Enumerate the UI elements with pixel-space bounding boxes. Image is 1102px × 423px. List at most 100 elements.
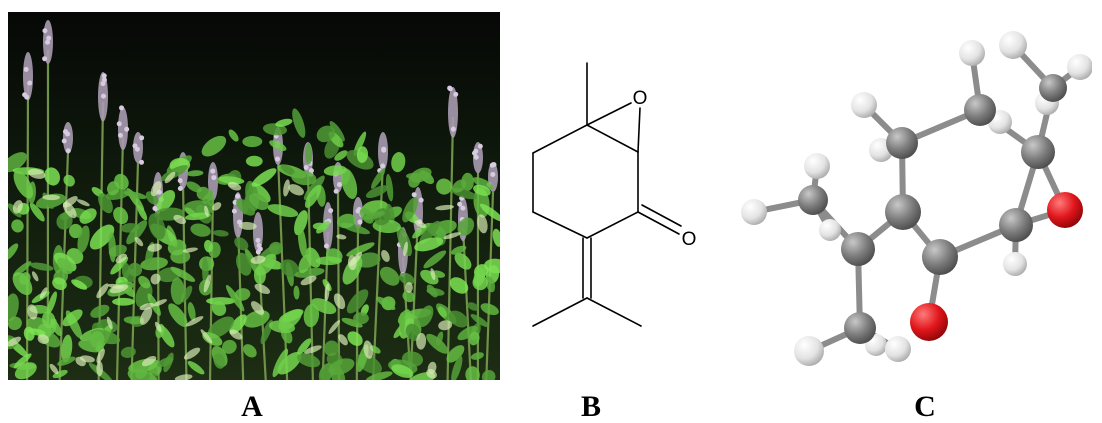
panel-label-a: A bbox=[222, 392, 282, 422]
flower-bud bbox=[27, 80, 32, 85]
model-atoms bbox=[741, 31, 1092, 366]
carbon-atom bbox=[798, 185, 828, 215]
carbon-atom bbox=[841, 232, 875, 266]
flower-bud bbox=[451, 127, 456, 132]
carbon-atom bbox=[885, 194, 921, 230]
flower-bud bbox=[334, 189, 339, 194]
flower-bud bbox=[358, 219, 363, 224]
flower-bud bbox=[178, 186, 183, 191]
flower-bud bbox=[119, 105, 124, 110]
flower-bud bbox=[42, 28, 47, 33]
flower-bud bbox=[235, 194, 240, 199]
skeletal-structure: O O bbox=[505, 55, 715, 345]
flower-bud bbox=[460, 206, 465, 211]
flower-bud bbox=[490, 172, 495, 177]
ball-and-stick-model bbox=[720, 22, 1092, 377]
flower-bud bbox=[22, 92, 27, 97]
panel-label-b: B bbox=[561, 392, 621, 422]
hydrogen-atom bbox=[819, 219, 841, 241]
flower-bud bbox=[139, 135, 144, 140]
flower-bud bbox=[473, 149, 478, 154]
carbon-atom bbox=[1039, 74, 1067, 102]
flower-bud bbox=[412, 192, 417, 197]
flower-bud bbox=[356, 209, 361, 214]
carbon-atom bbox=[964, 94, 996, 126]
ring-bond bbox=[533, 212, 587, 238]
flower-bud bbox=[24, 67, 29, 72]
plant-photo-illustration bbox=[8, 12, 500, 380]
plant-photo bbox=[8, 12, 500, 380]
carbon-atom bbox=[999, 208, 1033, 242]
flower-bud bbox=[304, 165, 309, 170]
carbon-atom bbox=[886, 127, 918, 159]
carbon-atom bbox=[844, 312, 876, 344]
flower-bud bbox=[46, 36, 51, 41]
flower-bud bbox=[117, 121, 122, 126]
leaf-highlight bbox=[405, 282, 413, 293]
leaf bbox=[122, 263, 130, 278]
flower-bud bbox=[102, 77, 107, 82]
flower-bud bbox=[101, 94, 106, 99]
flower-bud bbox=[66, 148, 71, 153]
flower-bud bbox=[42, 56, 47, 61]
flower-bud bbox=[124, 127, 129, 132]
ketone-oxygen-label: O bbox=[682, 229, 697, 250]
flower-spike bbox=[233, 192, 243, 238]
flower-bud bbox=[118, 133, 123, 138]
ketone-bond bbox=[638, 212, 679, 234]
flower-bud bbox=[257, 243, 262, 248]
flower-bud bbox=[337, 182, 342, 187]
flower-bud bbox=[447, 86, 452, 91]
methyl-bond bbox=[587, 298, 641, 326]
hydrogen-atom bbox=[1003, 252, 1027, 276]
ring-bond bbox=[533, 125, 587, 153]
flower-bud bbox=[380, 164, 385, 169]
carbon-atom bbox=[1021, 135, 1055, 169]
flower-bud bbox=[232, 209, 237, 214]
epoxide-bond bbox=[587, 103, 631, 125]
flower-bud bbox=[490, 163, 495, 168]
ring-bond bbox=[587, 212, 638, 238]
flower-bud bbox=[211, 175, 216, 180]
leaf bbox=[353, 312, 369, 324]
carbon-atom bbox=[922, 239, 958, 275]
flower-bud bbox=[62, 139, 67, 144]
flower-bud bbox=[457, 202, 462, 207]
flower-bud bbox=[419, 198, 424, 203]
flower-bud bbox=[178, 178, 183, 183]
methyl-bond bbox=[533, 298, 587, 326]
hydrogen-atom bbox=[885, 336, 911, 362]
flower-bud bbox=[381, 148, 386, 153]
ring-bond bbox=[587, 125, 638, 152]
panel-label-c: C bbox=[895, 392, 955, 422]
skeletal-structure-drawing: O O bbox=[505, 55, 715, 345]
leaf bbox=[399, 312, 405, 333]
hydrogen-atom bbox=[794, 336, 824, 366]
flower-bud bbox=[275, 156, 280, 161]
flower-bud bbox=[139, 160, 144, 165]
oxygen-atom bbox=[910, 303, 948, 341]
flower-bud bbox=[65, 131, 70, 136]
flower-bud bbox=[210, 169, 215, 174]
flower-bud bbox=[478, 144, 483, 149]
ball-and-stick-drawing bbox=[720, 22, 1092, 377]
flower-bud bbox=[255, 238, 260, 243]
flower-bud bbox=[135, 147, 140, 152]
ketone-bond bbox=[642, 205, 681, 226]
epoxide-oxygen-label: O bbox=[633, 88, 648, 109]
flower-bud bbox=[256, 249, 261, 254]
hydrogen-atom bbox=[804, 153, 830, 179]
leaf bbox=[112, 298, 135, 306]
flower-bud bbox=[324, 244, 329, 249]
hydrogen-atom bbox=[959, 40, 985, 66]
oxygen-atom bbox=[1047, 192, 1083, 228]
hydrogen-atom bbox=[741, 199, 767, 225]
flower-bud bbox=[328, 208, 333, 213]
flower-bud bbox=[453, 92, 458, 97]
leaf-highlight bbox=[96, 361, 103, 376]
hydrogen-atom bbox=[1067, 54, 1092, 80]
epoxide-bond bbox=[638, 108, 640, 152]
flower-bud bbox=[45, 40, 50, 45]
hydrogen-atom bbox=[851, 92, 877, 118]
hydrogen-atom bbox=[999, 31, 1027, 59]
